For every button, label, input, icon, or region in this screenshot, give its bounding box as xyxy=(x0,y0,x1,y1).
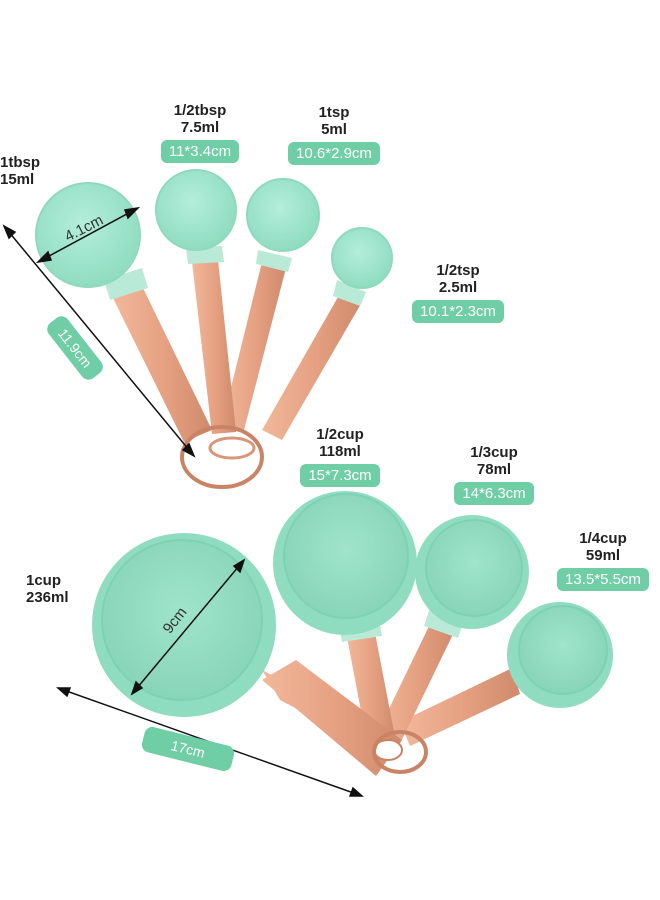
cup-name: 1/3cup xyxy=(470,444,518,461)
spoon-volume: 5ml xyxy=(321,121,347,138)
spoon-tsp xyxy=(222,178,320,430)
cup-label-one: 1cup 236ml xyxy=(26,572,69,606)
cup-volume: 78ml xyxy=(476,461,512,478)
cup-label-half: 1/2cup 118ml 15*7.3cm xyxy=(288,426,392,487)
cup-quarter xyxy=(400,602,613,746)
cup-volume: 236ml xyxy=(26,589,69,606)
cup-size-badge: 14*6.3cm xyxy=(454,482,534,505)
spoon-half-tsp xyxy=(262,227,393,440)
spoon-label-half-tsp: 1/2tsp 2.5ml 10.1*2.3cm xyxy=(400,262,516,323)
cup-key-ring xyxy=(372,730,428,774)
cup-name: 1cup xyxy=(26,572,62,589)
spoon-volume: 2.5ml xyxy=(438,279,478,296)
spoon-name: 1tbsp xyxy=(0,154,41,171)
cup-label-quarter: 1/4cup 59ml 13.5*5.5cm xyxy=(546,530,660,591)
cup-name: 1/4cup xyxy=(579,530,627,547)
spoon-width-arrow xyxy=(35,206,141,264)
cup-volume: 59ml xyxy=(585,547,621,564)
spoon-key-ring xyxy=(180,425,264,489)
spoon-volume: 7.5ml xyxy=(180,119,220,136)
cup-volume: 118ml xyxy=(319,443,361,460)
cup-size-badge: 13.5*5.5cm xyxy=(557,568,649,591)
spoon-name: 1tsp xyxy=(318,104,350,121)
cup-diameter-arrow xyxy=(130,558,246,696)
cup-half xyxy=(273,491,417,748)
spoon-label-tbsp: 1tbsp 15ml xyxy=(0,154,40,188)
cup-third xyxy=(372,515,529,752)
spoon-length-arrow xyxy=(2,224,196,458)
cup-label-third: 1/3cup 78ml 14*6.3cm xyxy=(442,444,546,505)
cup-name: 1/2cup xyxy=(316,426,364,443)
cup-size-badge: 15*7.3cm xyxy=(300,464,380,487)
spoon-name: 1/2tbsp xyxy=(173,102,227,119)
cup-one xyxy=(92,533,403,776)
spoon-size-badge: 11*3.4cm xyxy=(160,140,240,163)
spoon-name: 1/2tsp xyxy=(436,262,480,279)
spoon-size-badge: 10.6*2.9cm xyxy=(288,142,380,165)
spoon-volume: 15ml xyxy=(0,171,35,188)
spoon-label-tsp: 1tsp 5ml 10.6*2.9cm xyxy=(276,104,392,165)
spoon-half-tbsp xyxy=(155,169,237,434)
spoon-size-badge: 10.1*2.3cm xyxy=(412,300,504,323)
spoon-label-half-tbsp: 1/2tbsp 7.5ml 11*3.4cm xyxy=(152,102,248,163)
